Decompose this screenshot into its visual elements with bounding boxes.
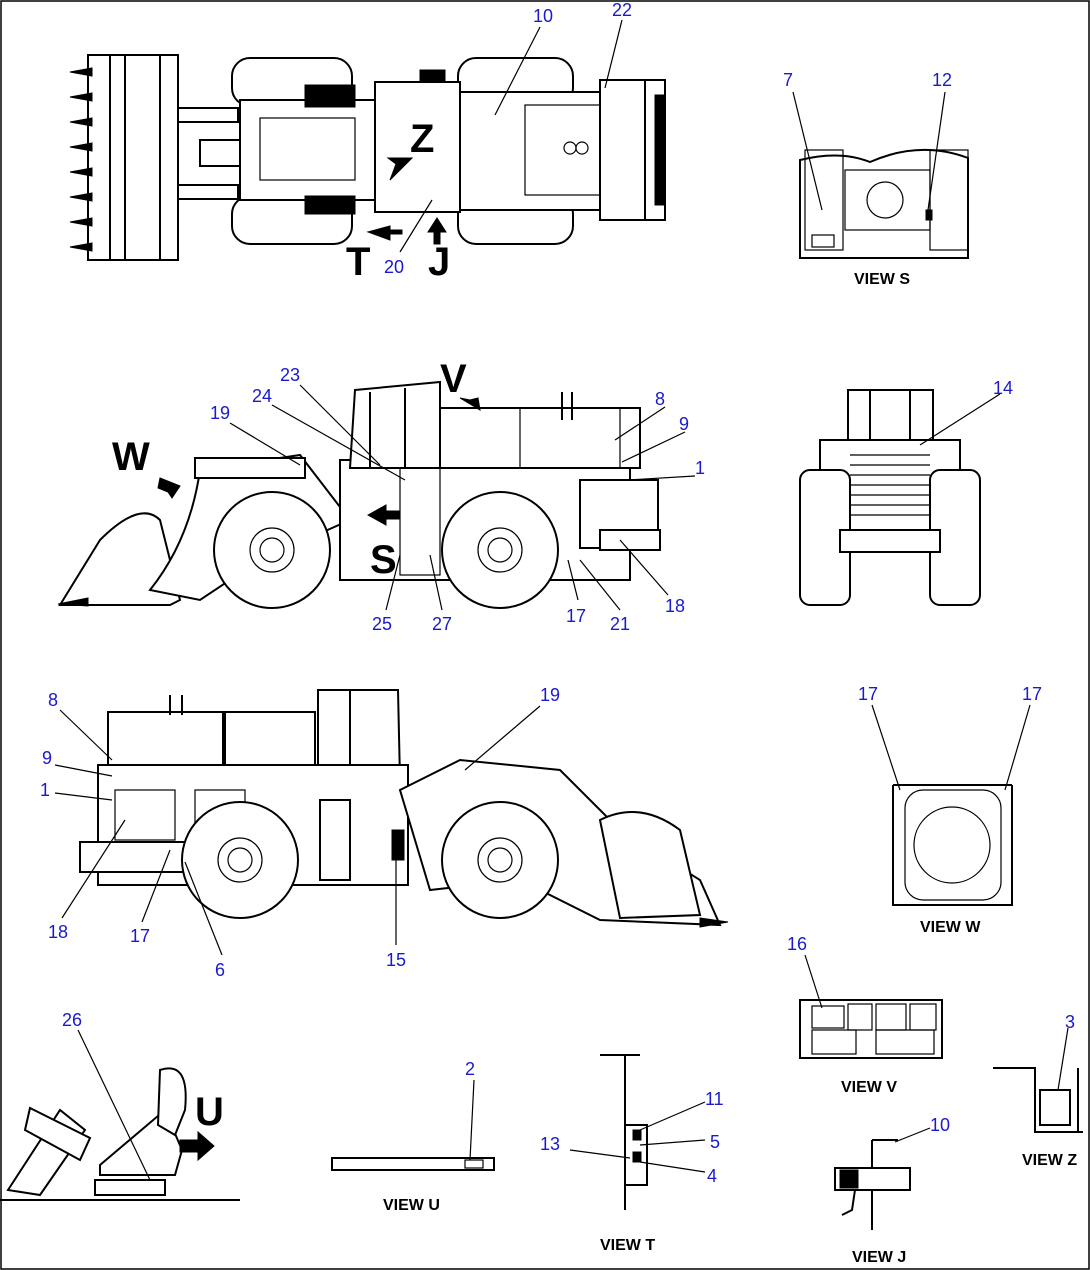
cab-seat-drawing: U 26	[0, 1010, 240, 1201]
view-s-caption: VIEW S	[854, 271, 910, 288]
view-letter-z: Z	[410, 117, 434, 161]
view-letter-j: J	[428, 240, 450, 284]
callout-11: 11	[705, 1089, 724, 1109]
callout-17: 17	[566, 606, 586, 626]
callout-24: 24	[252, 386, 272, 406]
view-s-drawing: 7 12 VIEW S	[783, 70, 969, 288]
view-j-caption: VIEW J	[852, 1249, 906, 1266]
arrow-t	[366, 225, 403, 241]
callout-23: 23	[280, 365, 300, 385]
arrow-j	[427, 217, 447, 245]
view-w-caption: VIEW W	[920, 919, 981, 936]
callout-20: 20	[384, 257, 404, 277]
callout-27: 27	[432, 614, 452, 634]
callout-17-w-right: 17	[1022, 684, 1042, 704]
view-j-drawing: 10 VIEW J	[834, 1115, 950, 1266]
top-view-machine: Z T J	[69, 54, 666, 284]
callout-1: 1	[695, 458, 705, 478]
arrow-w	[157, 477, 181, 499]
top-bucket	[87, 54, 179, 261]
arrow-s	[366, 504, 401, 526]
view-v-drawing: 16 VIEW V	[787, 934, 943, 1096]
left-side-view-machine: W V S	[57, 357, 661, 609]
callout-21: 21	[610, 614, 630, 634]
view-t-caption: VIEW T	[600, 1237, 655, 1254]
view-z-drawing: 3 VIEW Z	[993, 1012, 1083, 1169]
callout-5: 5	[710, 1132, 720, 1152]
callout-12: 12	[932, 70, 952, 90]
callout-13: 13	[540, 1134, 560, 1154]
callout-6: 6	[215, 960, 225, 980]
right-bucket	[598, 811, 702, 920]
arrow-z	[386, 157, 414, 181]
top-callouts: 10 22 20	[384, 0, 632, 277]
callout-2: 2	[465, 1059, 475, 1079]
view-u-drawing: 2 VIEW U	[331, 1059, 495, 1214]
view-letter-u: U	[195, 1090, 224, 1134]
callout-10: 10	[533, 6, 553, 26]
arrow-v	[459, 397, 481, 411]
left-rear-wheel	[441, 491, 559, 609]
callout-10-j: 10	[930, 1115, 950, 1135]
callout-9: 9	[679, 414, 689, 434]
callout-17-right: 17	[130, 926, 150, 946]
callout-17-w-left: 17	[858, 684, 878, 704]
left-front-wheel	[213, 491, 331, 609]
callout-22: 22	[612, 0, 632, 20]
view-letter-t: T	[346, 240, 370, 284]
right-side-callouts: 8 9 1 18 17 6 15 19	[40, 685, 560, 980]
view-z-caption: VIEW Z	[1022, 1152, 1077, 1169]
callout-8-right: 8	[48, 690, 58, 710]
view-letter-s: S	[370, 538, 397, 582]
rear-view-machine: 14	[799, 378, 1013, 606]
callout-7: 7	[783, 70, 793, 90]
callout-9-right: 9	[42, 748, 52, 768]
callout-18: 18	[665, 596, 685, 616]
view-t-drawing: 11 5 13 4 VIEW T	[540, 1054, 724, 1254]
callout-25: 25	[372, 614, 392, 634]
callout-1-right: 1	[40, 780, 50, 800]
callout-18-right: 18	[48, 922, 68, 942]
callout-19-right: 19	[540, 685, 560, 705]
callout-19: 19	[210, 403, 230, 423]
callout-15: 15	[386, 950, 406, 970]
left-side-callouts: 23 24 19 8 9 1 25 27 17 21 18	[210, 365, 705, 634]
callout-8: 8	[655, 389, 665, 409]
callout-14: 14	[993, 378, 1013, 398]
view-letter-v: V	[440, 357, 467, 401]
callout-3: 3	[1065, 1012, 1075, 1032]
view-v-caption: VIEW V	[841, 1079, 897, 1096]
callout-4: 4	[707, 1166, 717, 1186]
bucket-teeth	[69, 67, 93, 252]
right-rear-wheel	[181, 801, 299, 919]
arrow-u	[179, 1130, 215, 1162]
left-cab	[348, 380, 441, 469]
view-letter-w: W	[112, 435, 150, 479]
view-w-drawing: 17 17 VIEW W	[858, 684, 1042, 936]
view-u-caption: VIEW U	[383, 1197, 440, 1214]
callout-26: 26	[62, 1010, 82, 1030]
right-side-view-machine	[79, 689, 729, 928]
top-cab	[374, 81, 461, 213]
callout-16: 16	[787, 934, 807, 954]
right-front-wheel	[441, 801, 559, 919]
